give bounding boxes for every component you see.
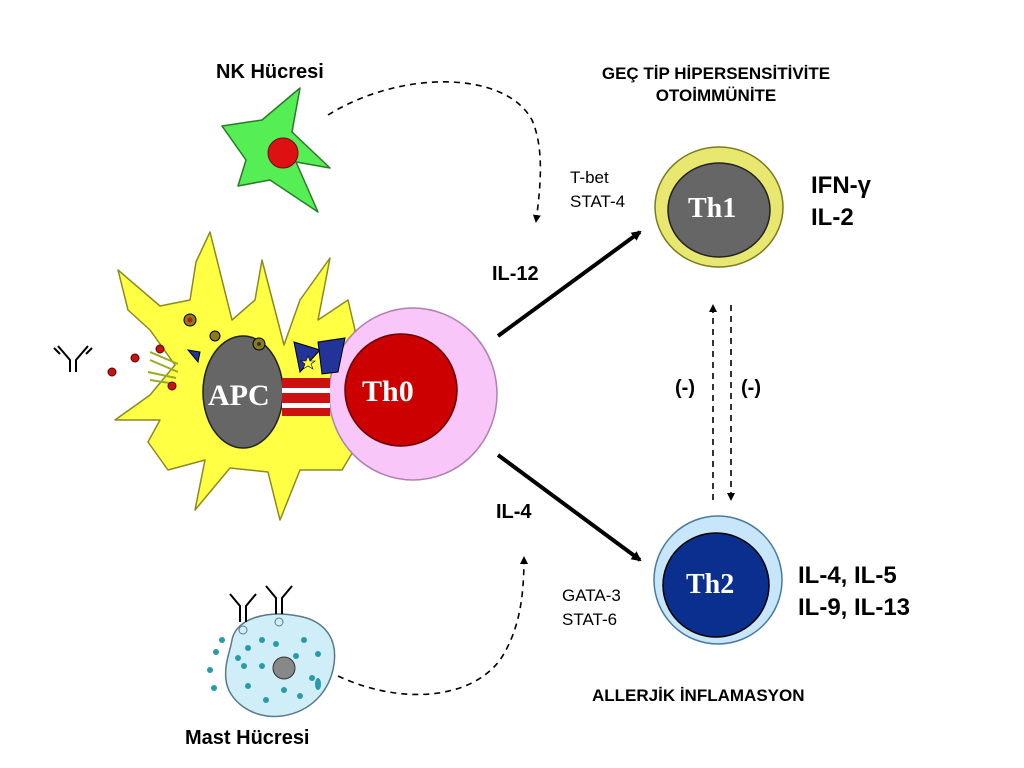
receptor-blue-2: [317, 337, 346, 375]
th2-effect: ALLERJİK İNFLAMASYON: [592, 686, 805, 705]
th1-effect-line1: GEÇ TİP HİPERSENSİTİVİTE: [601, 64, 831, 83]
inhibit-left-label: (-): [675, 377, 695, 399]
antibody-icon: [53, 345, 93, 372]
th1-nucleus: [667, 162, 771, 258]
th1-effect-line2: OTOİMMÜNİTE: [655, 86, 777, 105]
arrow-to-th2: [496, 453, 642, 562]
th1-cytokine-2: IL-2: [811, 204, 854, 231]
th2-tf-2: STAT-6: [562, 610, 618, 629]
mast-label: Mast Hücresi: [185, 727, 310, 749]
th1-label: Th1: [688, 193, 737, 224]
mast-dashed-arrow: [337, 556, 528, 696]
antibody-icon: [229, 585, 293, 622]
th0-label: Th0: [362, 375, 414, 408]
mast-nucleus: [272, 656, 296, 680]
th0-nucleus: [344, 333, 458, 447]
th2-tf-1: GATA-3: [562, 586, 621, 605]
inhibit-right-label: (-): [741, 377, 761, 399]
th1-tf-1: T-bet: [570, 168, 609, 187]
il12-label: IL-12: [492, 263, 539, 285]
receptor-blue-3: [186, 349, 201, 364]
receptor-star: [300, 355, 316, 370]
granule-icon: [183, 313, 266, 351]
mhc-tcr-complex: [282, 378, 330, 416]
nk-label: NK Hücresi: [216, 61, 324, 83]
il4-label: IL-4: [496, 501, 532, 523]
th2-nucleus: [662, 532, 770, 638]
th2-cytokine-1: IL-4, IL-5: [798, 562, 897, 589]
antigen-dots-icon: [107, 344, 177, 391]
th1-cytokine-1: IFN-γ: [811, 172, 871, 199]
th2-cytokine-2: IL-9, IL-13: [798, 594, 911, 621]
nk-nucleus: [267, 137, 299, 169]
th1-tf-2: STAT-4: [570, 192, 626, 211]
arrow-to-th1: [496, 230, 642, 338]
nk-dashed-arrow: [327, 81, 542, 223]
granule-icon: [207, 637, 321, 703]
apc-label: APC: [208, 379, 270, 412]
th2-label: Th2: [686, 569, 735, 600]
